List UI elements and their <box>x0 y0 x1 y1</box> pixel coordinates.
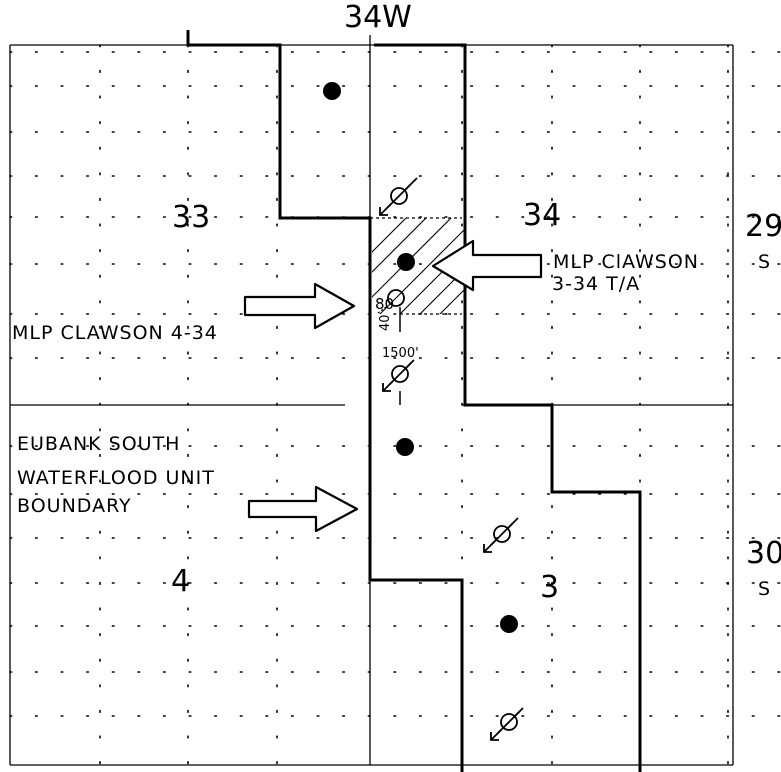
producing-well-icon <box>397 253 415 271</box>
arrow-to-unit-boundary-icon <box>247 485 359 533</box>
clawson-4-34-label: MLP CLAWSON 4-34 <box>12 322 218 344</box>
offset-1500-label: 1500' <box>382 346 419 361</box>
clawson-3-34-label-line2: 3-34 T/A <box>552 273 640 295</box>
injection-well-icon <box>379 177 418 216</box>
producing-well-icon <box>323 82 341 100</box>
unit-boundary-label-line2: WATERFLOOD UNIT <box>17 467 215 489</box>
injection-well-icon <box>382 359 415 392</box>
offset-40-label: 40 <box>378 314 393 331</box>
producing-well-icon <box>396 438 414 456</box>
section-3-label: 3 <box>540 570 559 605</box>
unit-boundary-line <box>186 30 642 772</box>
injection-well-icon <box>490 707 524 741</box>
range-label-29: 29 <box>745 209 781 244</box>
producing-well-icon <box>500 615 518 633</box>
range-label-29-suffix: S <box>758 251 771 273</box>
injection-well-icon <box>483 517 519 553</box>
offset-80-label: 80 <box>375 295 394 313</box>
section-33-label: 33 <box>172 200 210 235</box>
arrow-to-clawson-4-34-icon <box>243 282 356 330</box>
arrow-to-clawson-3-34-icon <box>431 239 543 292</box>
section-34-label: 34 <box>523 198 561 233</box>
township-label: 34W <box>344 0 412 35</box>
unit-boundary-label-line1: EUBANK SOUTH <box>17 433 180 455</box>
proposed-well-icon <box>387 289 405 307</box>
range-label-30-suffix: S <box>758 578 771 600</box>
clawson-3-34-label-line1: MLP ClAWSON <box>553 251 699 273</box>
section-4-label: 4 <box>171 564 190 599</box>
range-label-30: 30 <box>746 536 781 571</box>
unit-boundary-label-line3: BOUNDARY <box>17 495 132 517</box>
